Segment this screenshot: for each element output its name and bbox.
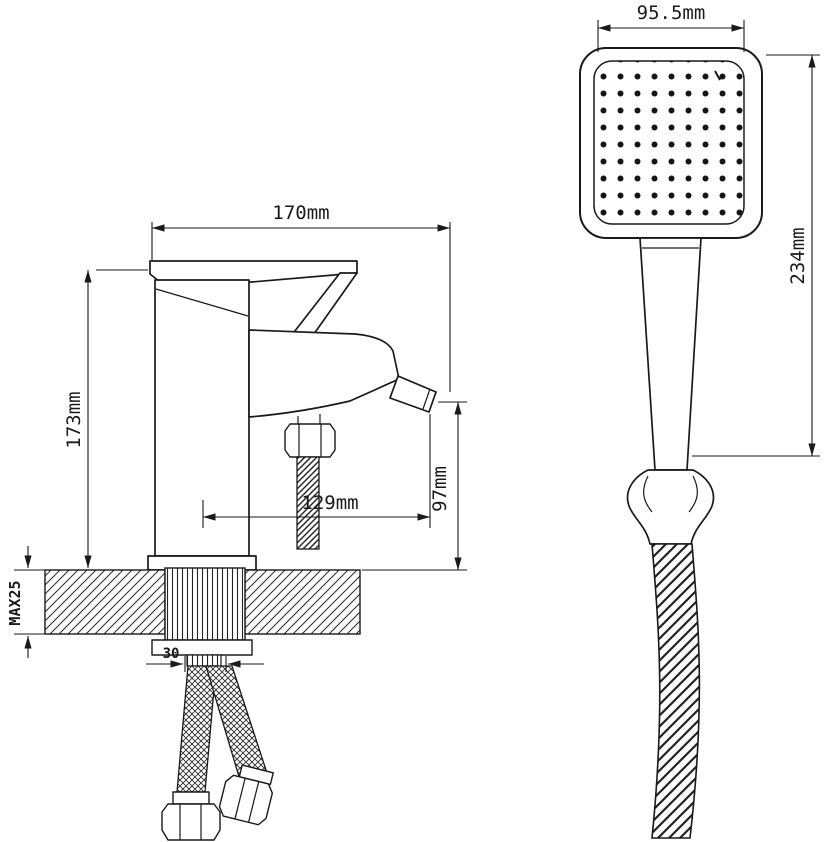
face-notch xyxy=(714,70,721,81)
faucet-drawing: 170mm 173mm xyxy=(6,202,467,841)
deck-section-right xyxy=(244,569,361,635)
deck-section-left xyxy=(44,569,166,635)
hose-hex-nut-left xyxy=(161,803,221,841)
cartridge-cap-line xyxy=(155,288,249,317)
label-shower-length: 234mm xyxy=(787,227,809,284)
label-shank-width: 30 xyxy=(163,646,180,662)
connector-nut xyxy=(626,469,715,545)
spray-face xyxy=(593,60,745,225)
label-spout-reach: 129mm xyxy=(301,492,358,514)
diverter-hex-nut xyxy=(284,423,336,458)
label-deck-thickness: MAX25 xyxy=(6,580,24,625)
threaded-pull-rod xyxy=(296,456,320,550)
shower-head xyxy=(579,47,763,239)
label-faucet-width: 170mm xyxy=(272,202,329,224)
shower-hose xyxy=(651,543,701,839)
dimension-spout-height: 97mm xyxy=(362,401,467,571)
dimension-shank-width: 30 xyxy=(146,646,264,672)
mixer-body xyxy=(154,279,250,557)
label-head-width: 95.5mm xyxy=(637,2,706,24)
dimension-faucet-width: 170mm xyxy=(151,202,451,392)
braided-hose-right xyxy=(205,665,267,781)
hand-shower-drawing: 95.5mm 234mm xyxy=(579,2,820,839)
hose-connector xyxy=(626,469,715,545)
dimension-head-width: 95.5mm xyxy=(597,2,745,52)
faucet-body xyxy=(147,260,437,571)
dimension-deck-thickness: MAX25 xyxy=(6,546,46,658)
dimension-faucet-height: 173mm xyxy=(63,269,148,568)
hose-end-right xyxy=(218,764,274,826)
lever-handle xyxy=(149,260,358,283)
braided-hose-left xyxy=(176,665,217,793)
hose-ferrule-left xyxy=(172,791,210,805)
threaded-shank xyxy=(164,567,246,641)
spout xyxy=(248,329,400,418)
hose-hex-nut-right xyxy=(218,774,274,826)
spout-outlet xyxy=(389,375,437,413)
shank-tail xyxy=(186,654,222,667)
dimension-shower-length: 234mm xyxy=(692,54,820,457)
aerator-line xyxy=(422,388,431,410)
label-faucet-height: 173mm xyxy=(63,391,85,448)
supply-hoses xyxy=(161,665,274,841)
deck-and-mounting xyxy=(44,567,361,667)
dimension-spout-reach: 129mm xyxy=(202,414,431,528)
handle-neck xyxy=(290,272,358,342)
shower-handle xyxy=(639,237,702,471)
label-spout-height: 97mm xyxy=(429,466,451,512)
